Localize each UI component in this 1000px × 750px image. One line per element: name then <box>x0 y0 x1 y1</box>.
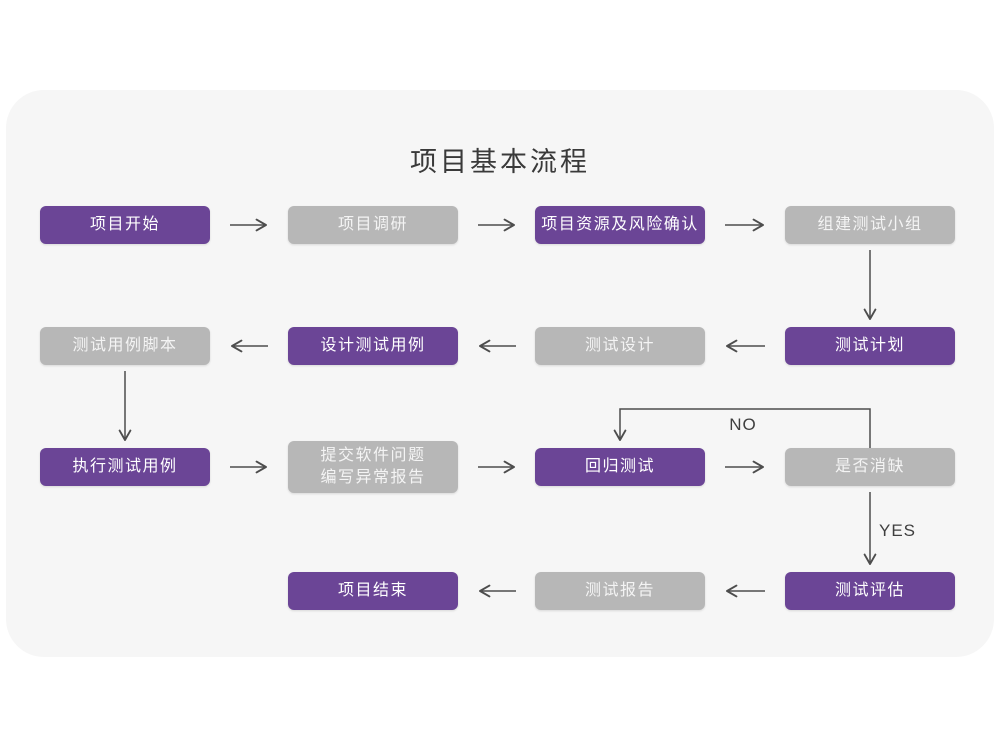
node-test-design: 测试设计 <box>535 327 705 365</box>
node-test-report: 测试报告 <box>535 572 705 610</box>
flowchart-panel <box>6 90 994 657</box>
node-design-test-case: 设计测试用例 <box>288 327 458 365</box>
node-resource-risk: 项目资源及风险确认 <box>535 206 705 244</box>
page-title: 项目基本流程 <box>410 147 590 177</box>
node-test-evaluation: 测试评估 <box>785 572 955 610</box>
node-build-test-team: 组建测试小组 <box>785 206 955 244</box>
node-regression-test: 回归测试 <box>535 448 705 486</box>
node-submit-issue-report: 提交软件问题 编写异常报告 <box>288 441 458 493</box>
node-project-start: 项目开始 <box>40 206 210 244</box>
node-test-case-script: 测试用例脚本 <box>40 327 210 365</box>
node-test-plan: 测试计划 <box>785 327 955 365</box>
edge-label-no: NO <box>729 415 757 434</box>
node-execute-test-case: 执行测试用例 <box>40 448 210 486</box>
node-project-end: 项目结束 <box>288 572 458 610</box>
edge-label-yes: YES <box>879 521 917 540</box>
node-project-research: 项目调研 <box>288 206 458 244</box>
node-defect-resolved: 是否消缺 <box>785 448 955 486</box>
